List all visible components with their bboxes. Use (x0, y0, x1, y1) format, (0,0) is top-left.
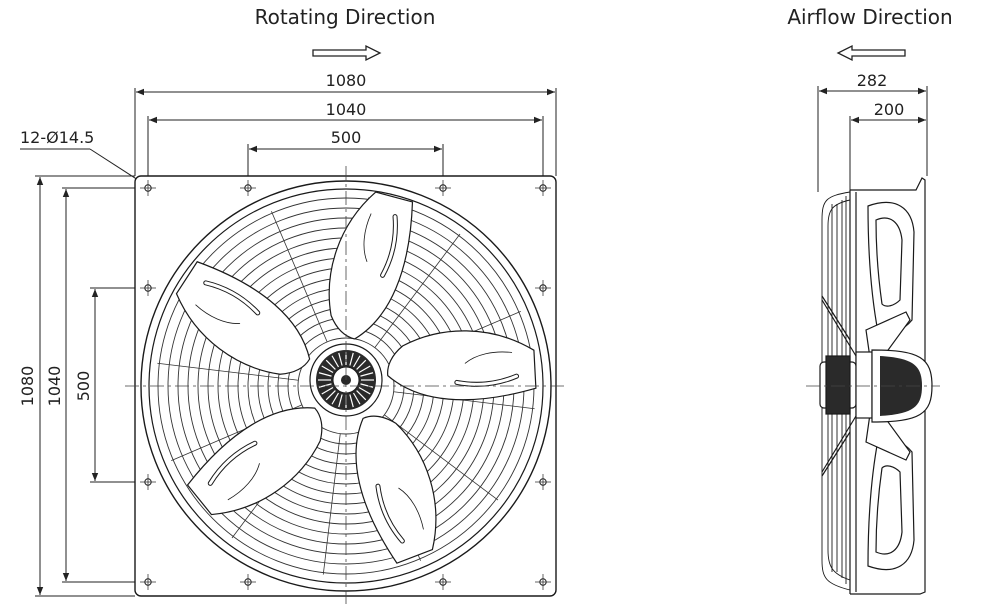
airflow-arrow-icon (836, 44, 906, 62)
mounting-hole (535, 474, 551, 490)
front-top-dimensions (134, 88, 557, 186)
side-blade-bottom-inner (875, 465, 903, 555)
mounting-hole (140, 574, 156, 590)
guard-spoke (384, 414, 499, 501)
mounting-hole (240, 180, 256, 196)
mounting-hole (535, 280, 551, 296)
front-view (125, 166, 566, 604)
mounting-hole (535, 574, 551, 590)
hole-callout: 12-Ø14.5 (20, 128, 94, 147)
guard-spoke (157, 362, 299, 381)
guard-spoke (374, 233, 461, 348)
dim-hole-spacing-outer: 1040 (326, 100, 367, 119)
front-left-dimensions (35, 175, 148, 597)
fan-blade (328, 191, 414, 340)
mounting-hole (435, 180, 451, 196)
fan-blade (387, 330, 537, 401)
side-venturi (850, 177, 926, 595)
fan-blade (355, 415, 437, 564)
mounting-hole (140, 474, 156, 490)
dim-overall-height: 1080 (18, 366, 37, 407)
side-blade-top-inner (875, 217, 903, 307)
dim-overall-depth: 282 (857, 71, 888, 90)
dim-hole-spacing-outer-v: 1040 (45, 366, 64, 407)
mounting-hole (140, 280, 156, 296)
airflow-direction-heading: Airflow Direction (787, 5, 952, 29)
fan-blades (175, 191, 537, 564)
guard-spoke (271, 211, 328, 343)
fan-blade (175, 261, 311, 375)
rotating-direction-heading: Rotating Direction (255, 5, 436, 29)
mounting-hole (435, 574, 451, 590)
dim-guard-depth: 200 (874, 100, 905, 119)
dim-hole-spacing-inner-v: 500 (74, 371, 93, 402)
centre-lines (125, 166, 566, 604)
side-view-dimensions (817, 86, 928, 192)
mounting-hole (535, 180, 551, 196)
mounting-hole (140, 180, 156, 196)
dim-overall-width: 1080 (326, 71, 367, 90)
mounting-hole (240, 574, 256, 590)
guard-spoke (322, 433, 341, 575)
rotating-arrow-icon (312, 44, 382, 62)
fan-blade (186, 407, 323, 516)
dim-hole-spacing-inner: 500 (331, 128, 362, 147)
mounting-holes (140, 180, 551, 590)
